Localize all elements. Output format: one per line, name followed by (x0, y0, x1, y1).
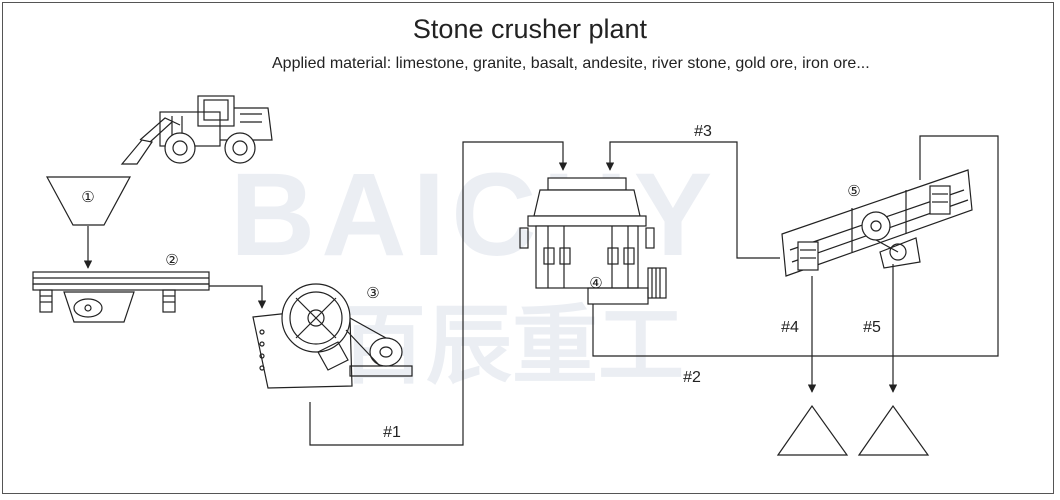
page-subtitle: Applied material: limestone, granite, ba… (272, 55, 870, 72)
flow-1-label: #1 (383, 424, 401, 441)
stockpile-1 (776, 404, 849, 456)
flow-4-label: #4 (781, 319, 799, 336)
hopper: ① (45, 176, 132, 226)
page-title: Stone crusher plant (412, 14, 648, 44)
hopper-label: ① (81, 189, 94, 206)
jaw-crusher (252, 283, 413, 389)
cone-crusher-label: ④ (589, 275, 602, 292)
flow-3-line (605, 141, 780, 259)
flow-5-label: #5 (863, 319, 881, 336)
vibrating-feeder-label: ② (165, 252, 178, 269)
jaw-crusher-label: ③ (366, 285, 379, 302)
watermark-brand: BAICHY (230, 149, 718, 281)
flow-1-line (309, 141, 568, 446)
flow-2-line (592, 135, 999, 357)
vibrating-screen-label: ⑤ (847, 183, 860, 200)
flow-2-label: #2 (683, 369, 701, 386)
cone-crusher (519, 177, 667, 305)
vibrating-screen (781, 169, 973, 277)
flow-3-label: #3 (694, 123, 712, 140)
wheel-loader-icon (120, 95, 273, 165)
diagram-frame (2, 2, 1054, 494)
vibrating-feeder (32, 271, 210, 323)
stockpile-2 (857, 404, 930, 456)
